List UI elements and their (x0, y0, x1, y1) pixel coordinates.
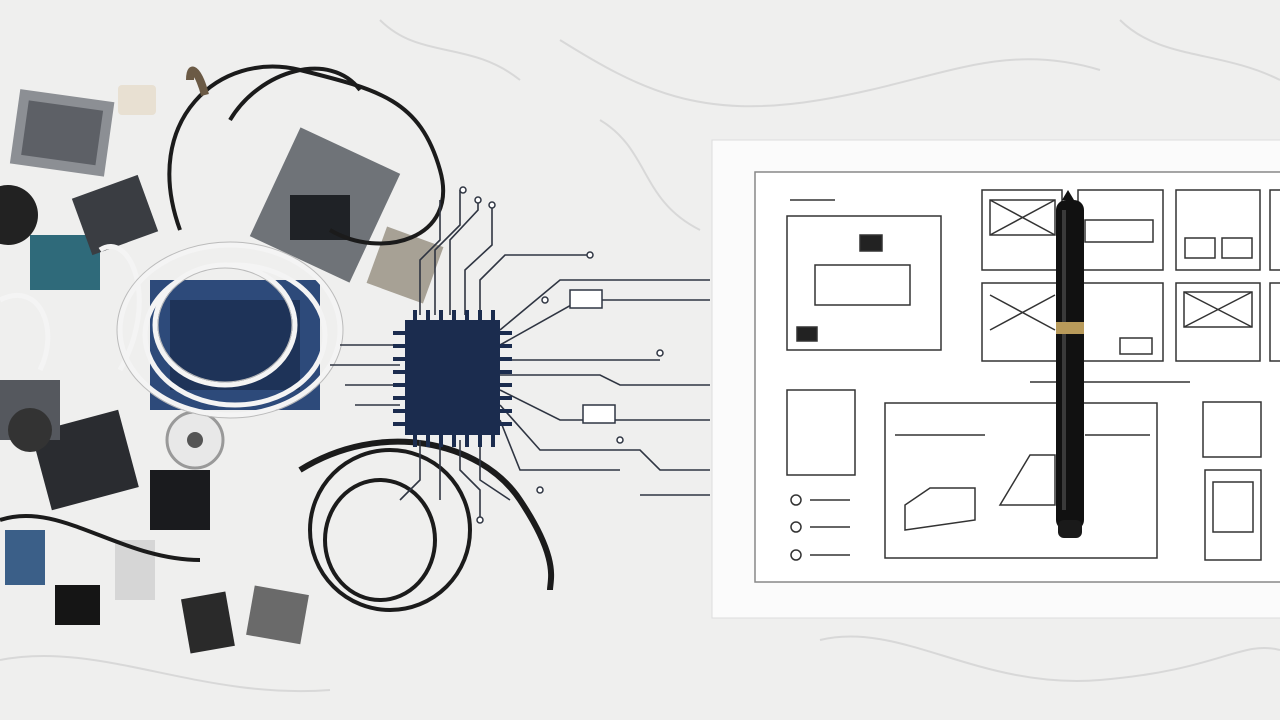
black-cables (0, 64, 555, 612)
circuit-traces (330, 190, 710, 520)
pen (1056, 190, 1084, 538)
white-cable-coils (0, 242, 343, 418)
wireframe-paper (711, 139, 1280, 619)
wireframe-sketches (786, 189, 1280, 561)
microchip (393, 310, 512, 447)
electronics-pile (0, 85, 444, 654)
trace-pads (459, 186, 664, 524)
marble-background (0, 19, 1280, 693)
